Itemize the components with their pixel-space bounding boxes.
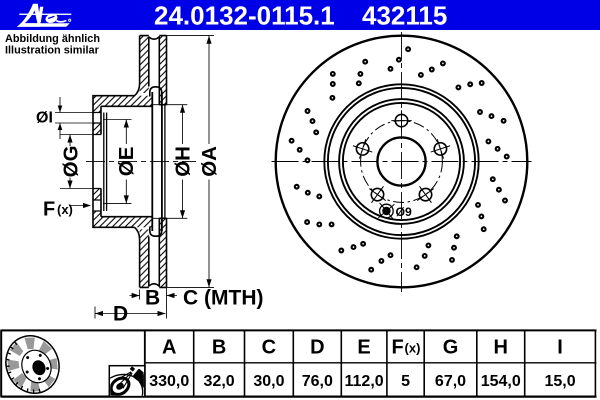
svg-text:432115: 432115: [362, 1, 447, 31]
svg-text:H: H: [494, 337, 508, 359]
svg-text:154,0: 154,0: [481, 373, 521, 390]
svg-text:C: C: [262, 337, 276, 359]
svg-text:B: B: [145, 287, 160, 310]
svg-text:32,0: 32,0: [204, 373, 235, 390]
svg-text:G: G: [443, 337, 459, 359]
svg-text:30,0: 30,0: [253, 373, 284, 390]
svg-text:B: B: [212, 337, 226, 359]
svg-text:C (MTH): C (MTH): [183, 287, 263, 310]
svg-text:ØH: ØH: [171, 146, 194, 177]
svg-text:330,0: 330,0: [149, 373, 189, 390]
svg-text:I: I: [557, 337, 563, 359]
svg-text:ØG: ØG: [60, 145, 83, 177]
svg-text:A: A: [162, 337, 176, 359]
svg-text:76,0: 76,0: [302, 373, 333, 390]
svg-text:Illustration similar: Illustration similar: [5, 45, 100, 57]
svg-text:E: E: [357, 337, 370, 359]
svg-text:D: D: [310, 337, 324, 359]
svg-text:67,0: 67,0: [435, 373, 466, 390]
svg-text:15,0: 15,0: [544, 373, 575, 390]
svg-text:5: 5: [401, 373, 410, 390]
svg-text:ØE: ØE: [115, 147, 138, 177]
svg-text:F: F: [392, 337, 404, 359]
svg-text:ØI: ØI: [36, 109, 53, 126]
svg-text:Ø9: Ø9: [396, 205, 412, 219]
svg-text:112,0: 112,0: [345, 373, 384, 390]
svg-text:(x): (x): [405, 341, 421, 356]
svg-text:F: F: [43, 199, 55, 221]
svg-text:Abbildung ähnlich: Abbildung ähnlich: [5, 33, 100, 45]
svg-text:ØA: ØA: [198, 146, 221, 177]
svg-text:24.0132-0115.1: 24.0132-0115.1: [154, 1, 335, 31]
svg-text:D: D: [113, 303, 128, 326]
svg-text:(x): (x): [57, 202, 73, 217]
